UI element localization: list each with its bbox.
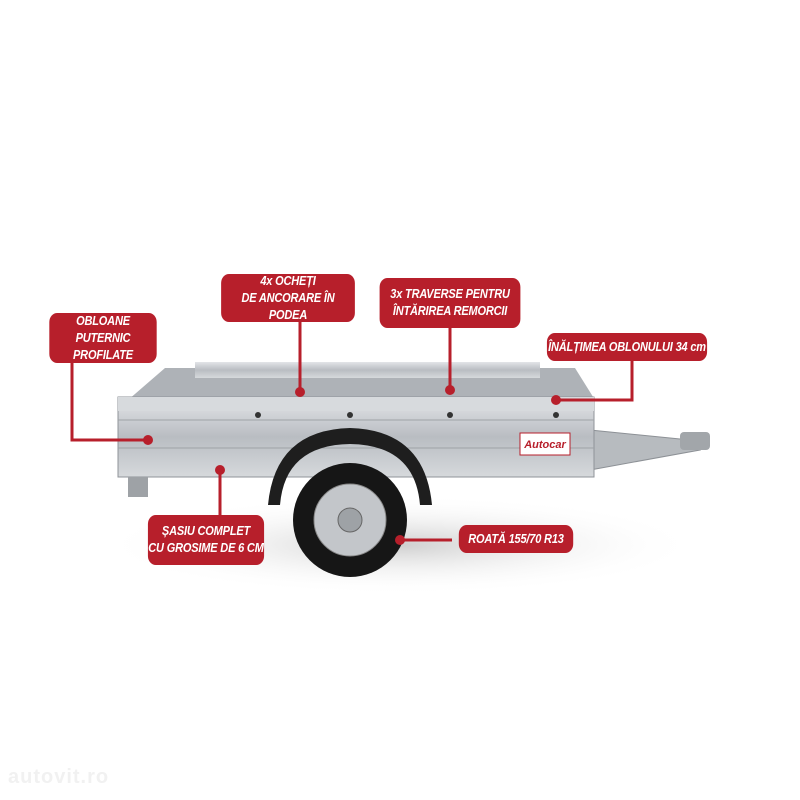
wheel-fender	[268, 428, 432, 505]
callout-text: ÎNĂLȚIMEA OBLONULUI 34 cm	[548, 339, 706, 354]
callout-crossbeams: 3x TRAVERSE PENTRU ÎNTĂRIREA REMORCII	[379, 278, 521, 328]
watermark: autovit.ro	[8, 766, 110, 788]
callout-side-height: ÎNĂLȚIMEA OBLONULUI 34 cm	[546, 333, 708, 361]
wheel	[293, 463, 407, 577]
callout-text: ȘASIU COMPLET	[161, 524, 251, 538]
brand-plate	[519, 432, 571, 456]
callout-text: PROFILATE	[73, 347, 133, 362]
callout-text: 4x OCHEȚI	[260, 273, 316, 288]
callout-wheel-size: ROATĂ 155/70 R13	[458, 525, 574, 553]
callout-chassis: ȘASIU COMPLET CU GROSIME DE 6 CM	[147, 515, 265, 565]
svg-text:Autocar: Autocar	[523, 439, 566, 451]
callout-text: ROATĂ 155/70 R13	[468, 531, 564, 546]
callout-profiled-sides: OBLOANE PUTERNIC PROFILATE	[49, 313, 157, 363]
callout-text: DE ANCORARE ÎN PODEA	[241, 290, 335, 322]
callout-text: OBLOANE PUTERNIC	[75, 313, 131, 345]
leader-lines	[70, 322, 634, 542]
leader-dots	[143, 385, 561, 545]
callout-anchor-points: 4x OCHEȚI DE ANCORARE ÎN PODEA	[221, 274, 355, 322]
callout-text: ÎNTĂRIREA REMORCII	[392, 304, 508, 318]
callout-text: CU GROSIME DE 6 CM	[148, 541, 264, 555]
callout-text: 3x TRAVERSE PENTRU	[390, 287, 510, 301]
